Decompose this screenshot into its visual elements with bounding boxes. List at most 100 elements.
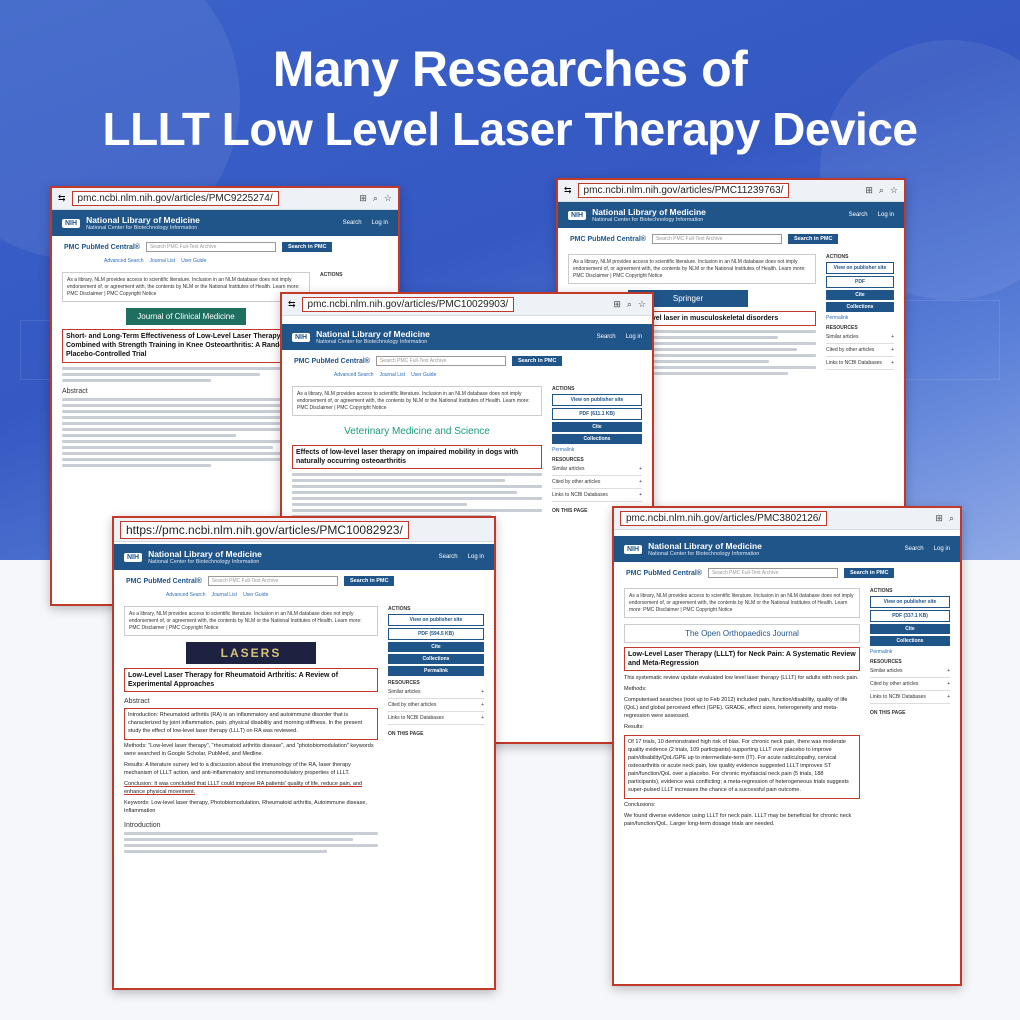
zoom-icon[interactable]: ⌕	[372, 193, 378, 203]
translate-icon[interactable]: ⊞	[359, 193, 367, 203]
links-ncbi[interactable]: Links to NCBI Databases+	[552, 489, 642, 502]
similar-articles[interactable]: Similar articles+	[826, 331, 894, 344]
zoom-icon[interactable]: ⌕	[626, 299, 632, 309]
search-link[interactable]: Search	[904, 546, 924, 552]
collections-button[interactable]: Collections	[388, 654, 484, 664]
nih-logo: NIH	[624, 544, 643, 554]
login-link[interactable]: Log in	[467, 554, 484, 560]
actions-heading: ACTIONS	[388, 606, 411, 612]
login-link[interactable]: Log in	[877, 212, 894, 218]
pmc-logo[interactable]: PMC PubMed Central®	[570, 235, 646, 243]
nih-logo: NIH	[62, 218, 81, 228]
view-publisher-button[interactable]: View on publisher site	[870, 596, 950, 608]
advanced-search-link[interactable]: Advanced Search	[104, 258, 144, 264]
pmc-search-button[interactable]: Search in PMC	[843, 568, 895, 578]
view-publisher-button[interactable]: View on publisher site	[388, 614, 484, 626]
pmc-search-button[interactable]: Search in PMC	[787, 234, 839, 244]
view-publisher-button[interactable]: View on publisher site	[826, 262, 894, 274]
user-guide-link[interactable]: User Guide	[411, 372, 437, 378]
pmc-search-button[interactable]: Search in PMC	[511, 356, 563, 366]
pmc-logo[interactable]: PMC PubMed Central®	[294, 357, 370, 365]
advanced-search-link[interactable]: Advanced Search	[166, 592, 206, 598]
star-icon[interactable]: ☆	[889, 185, 898, 195]
translate-icon[interactable]: ⊞	[935, 513, 943, 523]
site-info-icon[interactable]: ⇆	[564, 185, 572, 195]
login-link[interactable]: Log in	[933, 546, 950, 552]
login-link[interactable]: Log in	[625, 334, 642, 340]
collections-button[interactable]: Collections	[870, 636, 950, 646]
pmc-logo[interactable]: PMC PubMed Central®	[126, 577, 202, 585]
search-link[interactable]: Search	[596, 334, 616, 340]
pmc-search-input[interactable]: Search PMC Full-Text Archive	[207, 576, 338, 586]
url-text[interactable]: pmc.ncbi.nlm.nih.gov/articles/PMC1123976…	[577, 183, 790, 198]
cited-by[interactable]: Cited by other articles+	[870, 678, 950, 691]
url-text[interactable]: pmc.ncbi.nlm.nih.gov/articles/PMC3802126…	[620, 511, 828, 526]
cite-button[interactable]: Cite	[388, 642, 484, 652]
pdf-button[interactable]: PDF	[826, 276, 894, 288]
address-bar[interactable]: ⇆ pmc.ncbi.nlm.nih.gov/articles/PMC10029…	[282, 294, 652, 316]
advanced-search-link[interactable]: Advanced Search	[334, 372, 374, 378]
methods-heading: Methods:	[624, 686, 647, 693]
address-bar[interactable]: ⇆ pmc.ncbi.nlm.nih.gov/articles/PMC11239…	[558, 180, 904, 202]
pmc-search-input[interactable]: Search PMC Full-Text Archive	[375, 356, 506, 366]
author-lines	[62, 366, 310, 382]
pdf-button[interactable]: PDF (594.5 KB)	[388, 628, 484, 640]
star-icon[interactable]: ☆	[637, 299, 646, 309]
journal-list-link[interactable]: Journal List	[379, 372, 406, 378]
pmc-logo[interactable]: PMC PubMed Central®	[626, 569, 702, 577]
article-title: Short- and Long-Term Effectiveness of Lo…	[62, 329, 310, 363]
journal-list-link[interactable]: Journal List	[211, 592, 238, 598]
pmc-logo[interactable]: PMC PubMed Central®	[64, 243, 140, 251]
cited-by[interactable]: Cited by other articles+	[388, 699, 484, 712]
view-publisher-button[interactable]: View on publisher site	[552, 394, 642, 406]
pdf-button[interactable]: PDF (337.1 KB)	[870, 610, 950, 622]
zoom-icon[interactable]: ⌕	[878, 185, 884, 195]
pmc-search-input[interactable]: Search PMC Full-Text Archive	[651, 234, 782, 244]
url-text[interactable]: pmc.ncbi.nlm.nih.gov/articles/PMC9225274…	[71, 191, 279, 206]
translate-icon[interactable]: ⊞	[865, 185, 873, 195]
search-link[interactable]: Search	[438, 554, 458, 560]
cited-by[interactable]: Cited by other articles+	[826, 344, 894, 357]
journal-list-link[interactable]: Journal List	[149, 258, 176, 264]
site-info-icon[interactable]: ⇆	[58, 193, 66, 203]
links-ncbi[interactable]: Links to NCBI Databases+	[870, 691, 950, 704]
permalink-link[interactable]: Permalink	[870, 649, 893, 655]
similar-articles[interactable]: Similar articles+	[552, 463, 642, 476]
translate-icon[interactable]: ⊞	[613, 299, 621, 309]
user-guide-link[interactable]: User Guide	[181, 258, 207, 264]
collections-button[interactable]: Collections	[826, 302, 894, 312]
cite-button[interactable]: Cite	[870, 624, 950, 634]
user-guide-link[interactable]: User Guide	[243, 592, 269, 598]
links-ncbi[interactable]: Links to NCBI Databases+	[826, 357, 894, 370]
address-bar[interactable]: https://pmc.ncbi.nlm.nih.gov/articles/PM…	[114, 518, 494, 542]
address-bar[interactable]: ⇆ pmc.ncbi.nlm.nih.gov/articles/PMC92252…	[52, 188, 398, 210]
cited-by[interactable]: Cited by other articles+	[552, 476, 642, 489]
url-text[interactable]: pmc.ncbi.nlm.nih.gov/articles/PMC1002990…	[301, 297, 515, 312]
site-info-icon[interactable]: ⇆	[288, 299, 296, 309]
pmc-search-input[interactable]: Search PMC Full-Text Archive	[707, 568, 838, 578]
permalink-link[interactable]: Permalink	[826, 315, 849, 321]
search-link[interactable]: Search	[848, 212, 868, 218]
cite-button[interactable]: Cite	[552, 422, 642, 432]
cite-button[interactable]: Cite	[826, 290, 894, 300]
keywords-text: Keywords: Low-level laser therapy, Photo…	[124, 800, 367, 815]
pmc-search-button[interactable]: Search in PMC	[343, 576, 395, 586]
search-link[interactable]: Search	[342, 220, 362, 226]
url-text[interactable]: https://pmc.ncbi.nlm.nih.gov/articles/PM…	[120, 520, 409, 539]
pdf-button[interactable]: PDF (611.1 KB)	[552, 408, 642, 420]
address-bar[interactable]: pmc.ncbi.nlm.nih.gov/articles/PMC3802126…	[614, 508, 960, 530]
pmc-search-input[interactable]: Search PMC Full-Text Archive	[145, 242, 276, 252]
similar-articles[interactable]: Similar articles+	[870, 665, 950, 678]
similar-articles[interactable]: Similar articles+	[388, 686, 484, 699]
permalink-button[interactable]: Permalink	[388, 666, 484, 676]
permalink-link[interactable]: Permalink	[552, 447, 575, 453]
zoom-icon[interactable]: ⌕	[948, 513, 954, 523]
pmc-search-button[interactable]: Search in PMC	[281, 242, 333, 252]
star-icon[interactable]: ☆	[383, 193, 392, 203]
collections-button[interactable]: Collections	[552, 434, 642, 444]
login-link[interactable]: Log in	[371, 220, 388, 226]
links-ncbi[interactable]: Links to NCBI Databases+	[388, 712, 484, 725]
nlm-title: National Library of Medicine	[648, 541, 762, 551]
headline-line-2: LLLT Low Level Laser Therapy Device	[102, 103, 918, 155]
